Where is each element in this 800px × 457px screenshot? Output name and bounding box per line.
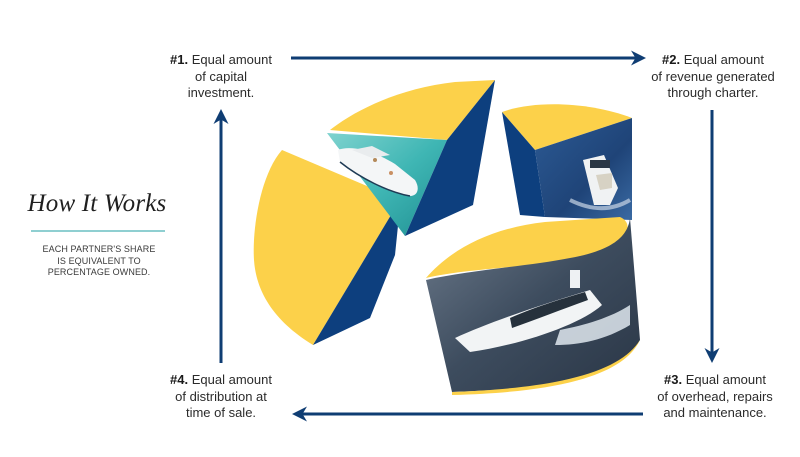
step-2-charter-revenue: #2. Equal amount of revenue generated th… [638, 52, 788, 102]
cycle-arrows [213, 50, 720, 422]
step-number: #1. [170, 52, 189, 67]
subtitle-line: PERCENTAGE OWNED. [47, 267, 151, 277]
pie-wedge-bottom [426, 217, 640, 395]
step-text: through charter. [667, 85, 759, 100]
step-4-distribution-at-sale: #4. Equal amount of distribution at time… [146, 372, 296, 422]
step-text: investment. [187, 85, 255, 100]
step-text: Equal amount [191, 52, 272, 67]
step-text: time of sale. [185, 405, 257, 420]
step-3-overhead-repairs: #3. Equal amount of overhead, repairs an… [642, 372, 788, 422]
step-text: Equal amount [683, 52, 764, 67]
step-text: of distribution at [175, 388, 267, 404]
step-number: #3. [664, 372, 683, 387]
step-text: Equal amount [191, 372, 272, 387]
step-text: of capital [194, 68, 248, 84]
step-number: #4. [170, 372, 189, 387]
step-text: of revenue generated [651, 68, 775, 84]
subtitle-line: EACH PARTNER'S SHARE [42, 244, 156, 254]
superyacht-icon [455, 270, 630, 352]
step-text: and maintenance. [663, 405, 767, 420]
step-1-capital-investment: #1. Equal amount of capital investment. [146, 52, 296, 102]
subtitle-line: IS EQUIVALENT TO [57, 255, 141, 266]
title-divider [31, 230, 165, 232]
pie-wedge-right [502, 104, 632, 220]
step-text: of overhead, repairs [657, 388, 773, 404]
subtitle: EACH PARTNER'S SHARE IS EQUIVALENT TO PE… [26, 244, 172, 279]
step-number: #2. [662, 52, 681, 67]
pie-wedge-top [327, 80, 495, 236]
step-text: Equal amount [685, 372, 766, 387]
page-title: How It Works [27, 190, 167, 217]
speedboat-icon [338, 146, 418, 197]
yacht-icon [569, 155, 632, 211]
pie-wedge-left [253, 150, 400, 345]
